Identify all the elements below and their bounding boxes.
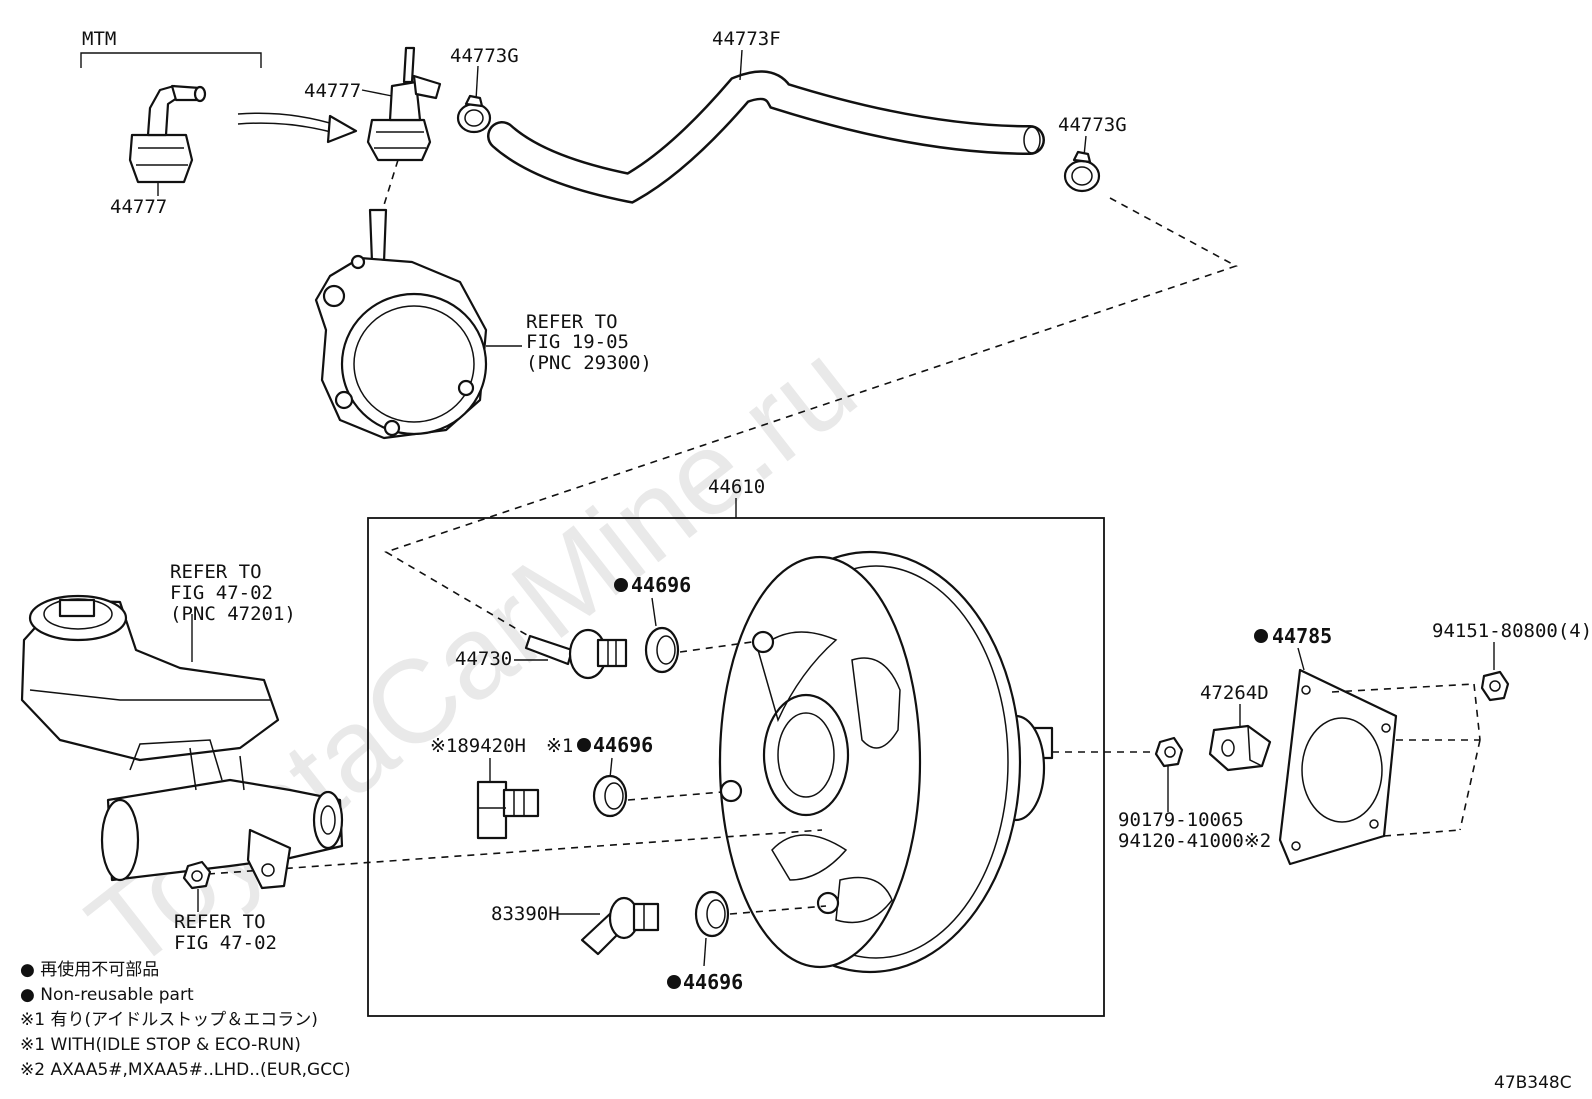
part-label-44696-bottom: 44696 [683,970,743,994]
part-label-94151-80800: 94151-80800(4) [1432,620,1592,642]
non-reusable-dot-icon [667,975,681,989]
refer-reservoir-line2: FIG 47-02 [170,582,273,604]
part-label-44785: 44785 [1272,624,1332,648]
vacuum-hose-icon [487,70,1045,204]
master-cylinder-reservoir-icon [20,594,280,762]
grommet-bottom-icon [694,890,730,938]
vacuum-valve-mtm-icon [128,84,207,184]
part-label-44773g-right: 44773G [1058,114,1127,136]
refer-pump-line3: (PNC 29300) [526,352,652,374]
part-label-90179-10065: 90179-10065 [1118,809,1244,831]
part-label-44777: 44777 [304,80,361,102]
legend-line-1: ● 再使用不可部品 [20,959,159,980]
pressure-sensor-icon [476,780,540,840]
hose-clamp-left-icon [456,94,492,134]
part-label-44730: 44730 [455,648,512,670]
legend-line-5: ※2 AXAA5#,MXAA5#..LHD..(EUR,GCC) [20,1060,351,1080]
non-reusable-dot-icon [614,578,628,592]
gasket-icon [1278,668,1398,866]
legend: ● 再使用不可部品 ● Non-reusable part ※1 有り(アイドル… [20,959,351,1080]
refer-reservoir-line1: REFER TO [170,561,262,583]
part-label-44773f: 44773F [712,28,781,50]
mtm-label: MTM [82,28,116,50]
master-cylinder-icon [100,739,344,890]
refer-nut-line1: REFER TO [174,911,266,933]
arrow-right-icon [237,112,358,144]
legend-line-3: ※1 有り(アイドルストップ＆エコラン) [20,1010,318,1030]
brake-booster-icon [718,550,1054,974]
refer-reservoir-line3: (PNC 47201) [170,603,296,625]
part-label-89420h: ※189420H [430,735,526,757]
part-label-44777-mtm: 44777 [110,196,167,218]
part-label-44696-top: 44696 [631,573,691,597]
part-label-47264d: 47264D [1200,682,1269,704]
refer-pump-line1: REFER TO [526,311,618,333]
diagram-code: 47B348C [1494,1073,1572,1093]
non-reusable-dot-icon [577,738,591,752]
bolt-connector-lines [1331,683,1481,837]
master-cylinder-nut-icon [182,860,212,890]
part-label-44696-mid: 44696 [593,733,653,757]
non-reusable-dot-icon [1254,629,1268,643]
bolt-icon [1480,670,1510,702]
check-valve-icon [524,628,628,680]
mtm-bracket [80,52,262,68]
vacuum-valve-icon [366,46,442,162]
grommet-mid-icon [592,774,628,818]
part-label-note-1: ※1 [546,735,573,757]
bracket-icon [1208,724,1272,772]
booster-assembly-frame [367,517,1105,1017]
hose-clamp-right-icon [1063,150,1101,193]
part-label-83390h: 83390H [491,903,560,925]
legend-line-4: ※1 WITH(IDLE STOP & ECO-RUN) [20,1035,301,1055]
refer-nut-line2: FIG 47-02 [174,932,277,954]
vacuum-pump-icon [314,208,488,440]
grommet-top-icon [644,626,680,674]
part-label-44773g-left: 44773G [450,45,519,67]
legend-line-2: ● Non-reusable part [20,985,194,1005]
vacuum-sensor-icon [580,896,660,956]
refer-pump-line2: FIG 19-05 [526,331,629,353]
flange-nut-icon [1154,736,1184,768]
part-label-44610: 44610 [708,476,765,498]
part-label-94120-41000: 94120-41000※2 [1118,830,1271,852]
